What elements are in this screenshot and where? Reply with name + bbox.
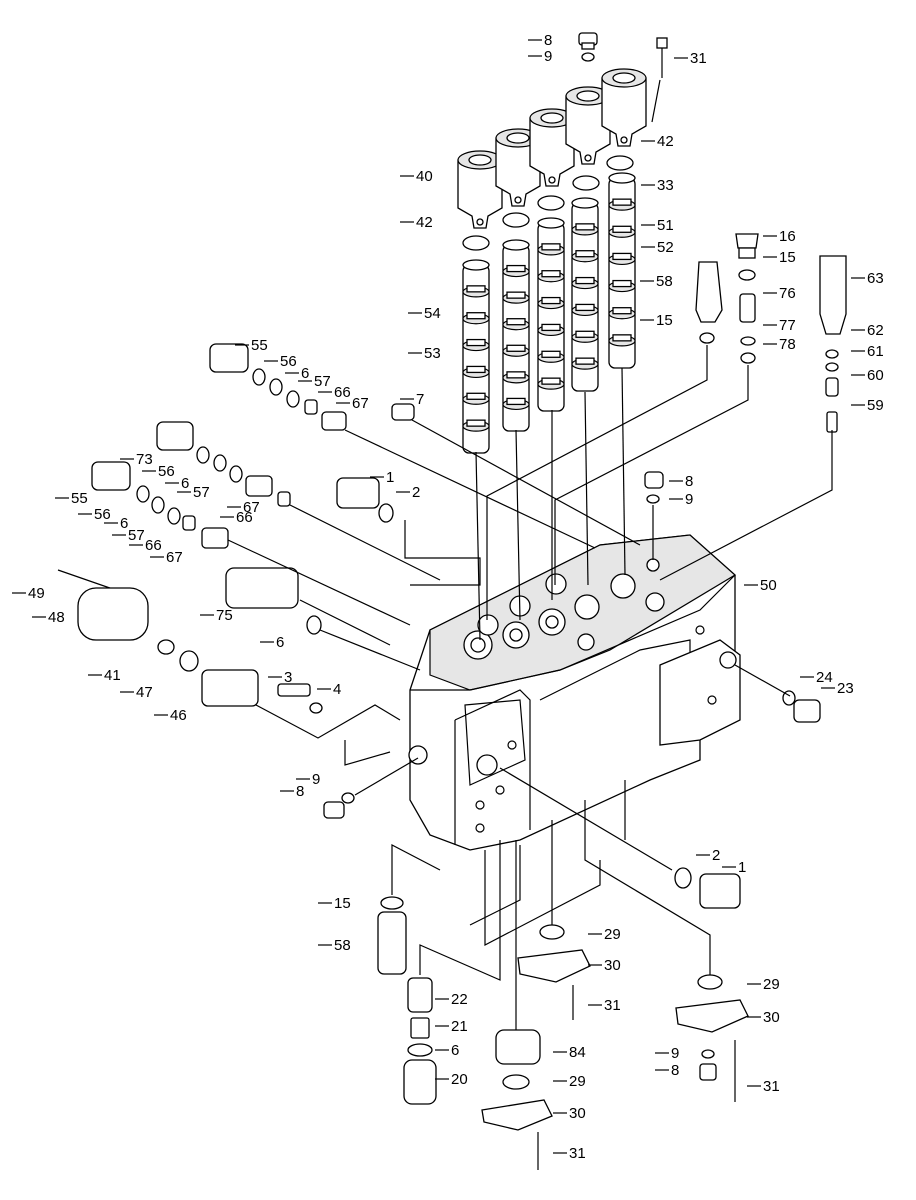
callout-label: 7 bbox=[416, 391, 424, 408]
callout-label: 58 bbox=[334, 937, 351, 954]
callout-label: 6 bbox=[451, 1042, 459, 1059]
callout-label: 57 bbox=[314, 373, 331, 390]
spool-cap bbox=[601, 68, 647, 147]
callout-label: 33 bbox=[657, 177, 674, 194]
callout-label: 9 bbox=[544, 48, 552, 65]
spool bbox=[537, 217, 565, 412]
callout-label: 30 bbox=[604, 957, 621, 974]
callout-label: 66 bbox=[145, 537, 162, 554]
spool-cap bbox=[529, 108, 575, 187]
callout-label: 4 bbox=[333, 681, 341, 698]
callout-label: 63 bbox=[867, 270, 884, 287]
callout-label: 24 bbox=[816, 669, 833, 686]
callout-label: 67 bbox=[243, 499, 260, 516]
callout-label: 56 bbox=[158, 463, 175, 480]
callout-label: 49 bbox=[28, 585, 45, 602]
callout-label: 58 bbox=[656, 273, 673, 290]
callout-label: 46 bbox=[170, 707, 187, 724]
callout-label: 73 bbox=[136, 451, 153, 468]
callout-label: 66 bbox=[334, 384, 351, 401]
callout-label: 84 bbox=[569, 1044, 586, 1061]
callout-label: 31 bbox=[763, 1078, 780, 1095]
callout-label: 2 bbox=[412, 484, 420, 501]
spool-cap bbox=[565, 86, 611, 165]
callout-label: 67 bbox=[352, 395, 369, 412]
spool bbox=[571, 197, 599, 392]
spool-cap bbox=[457, 150, 503, 229]
guide-lines bbox=[227, 79, 833, 1030]
callout-label: 8 bbox=[685, 473, 693, 490]
callout-label: 56 bbox=[280, 353, 297, 370]
callout-label: 48 bbox=[48, 609, 65, 626]
callout-label: 9 bbox=[685, 491, 693, 508]
callout-label: 30 bbox=[569, 1105, 586, 1122]
spool bbox=[608, 172, 636, 369]
callout-label: 15 bbox=[656, 312, 673, 329]
callout-label: 55 bbox=[71, 490, 88, 507]
callout-label: 16 bbox=[779, 228, 796, 245]
callout-label: 40 bbox=[416, 168, 433, 185]
callout-label: 41 bbox=[104, 667, 121, 684]
spool bbox=[462, 259, 490, 454]
callout-label: 75 bbox=[216, 607, 233, 624]
callout-label: 53 bbox=[424, 345, 441, 362]
callout-label: 8 bbox=[544, 32, 552, 49]
callout-label: 29 bbox=[569, 1073, 586, 1090]
leader-lines bbox=[12, 39, 865, 1154]
callout-label: 78 bbox=[779, 336, 796, 353]
callout-label: 52 bbox=[657, 239, 674, 256]
callout-label: 23 bbox=[837, 680, 854, 697]
callout-label: 51 bbox=[657, 217, 674, 234]
callout-label: 8 bbox=[671, 1062, 679, 1079]
callout-label: 1 bbox=[738, 859, 746, 876]
callout-label: 76 bbox=[779, 285, 796, 302]
callout-label: 30 bbox=[763, 1009, 780, 1026]
callout-label: 60 bbox=[867, 367, 884, 384]
spool bbox=[502, 239, 530, 432]
callout-label: 66 bbox=[236, 509, 253, 526]
callout-label: 1 bbox=[386, 469, 394, 486]
callout-label: 9 bbox=[312, 771, 320, 788]
callout-label: 59 bbox=[867, 397, 884, 414]
callout-label: 29 bbox=[763, 976, 780, 993]
callout-label: 31 bbox=[690, 50, 707, 67]
callout-label: 3 bbox=[284, 669, 292, 686]
callout-label: 50 bbox=[760, 577, 777, 594]
callout-label: 62 bbox=[867, 322, 884, 339]
callout-label: 15 bbox=[779, 249, 796, 266]
valve-body bbox=[408, 534, 741, 851]
callout-label: 77 bbox=[779, 317, 796, 334]
callout-label: 21 bbox=[451, 1018, 468, 1035]
spool-cap bbox=[495, 128, 541, 207]
callout-label: 15 bbox=[334, 895, 351, 912]
callout-label: 56 bbox=[94, 506, 111, 523]
callout-label: 31 bbox=[604, 997, 621, 1014]
callout-label: 20 bbox=[451, 1071, 468, 1088]
callout-label: 31 bbox=[569, 1145, 586, 1162]
callout-label: 6 bbox=[120, 515, 128, 532]
callout-label: 6 bbox=[276, 634, 284, 651]
callout-label: 57 bbox=[128, 527, 145, 544]
callout-label: 42 bbox=[657, 133, 674, 150]
callout-label: 61 bbox=[867, 343, 884, 360]
callout-label: 6 bbox=[181, 475, 189, 492]
spool-caps bbox=[457, 68, 647, 229]
callout-label: 8 bbox=[296, 783, 304, 800]
callout-label: 9 bbox=[671, 1045, 679, 1062]
callout-label: 42 bbox=[416, 214, 433, 231]
callout-label: 29 bbox=[604, 926, 621, 943]
callout-label: 57 bbox=[193, 484, 210, 501]
small-parts bbox=[57, 32, 847, 1170]
callout-label: 2 bbox=[712, 847, 720, 864]
callout-label: 54 bbox=[424, 305, 441, 322]
callout-label: 67 bbox=[166, 549, 183, 566]
callout-label: 22 bbox=[451, 991, 468, 1008]
spool-assemblies bbox=[462, 172, 636, 454]
callout-label: 6 bbox=[301, 365, 309, 382]
callout-label: 47 bbox=[136, 684, 153, 701]
callout-label: 55 bbox=[251, 337, 268, 354]
